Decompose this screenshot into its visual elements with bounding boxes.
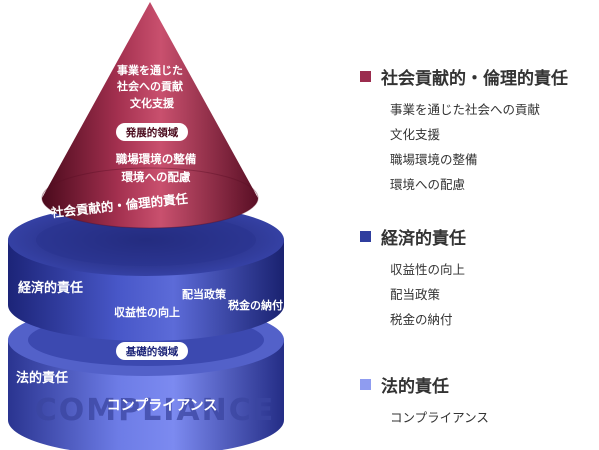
legend-item: 職場環境の整備 <box>390 152 478 167</box>
ring-label: 経済的責任 <box>18 280 83 296</box>
legend-item: コンプライアンス <box>390 410 489 425</box>
middle-ring <box>8 204 284 341</box>
base-item: コンプライアンス <box>107 398 218 414</box>
compliance-watermark: COMPLIANCE <box>35 393 275 428</box>
development-badge-label: 発展的領域 <box>125 126 179 139</box>
legend-item: 配当政策 <box>390 287 441 302</box>
cone <box>41 2 259 229</box>
legend-economic: 経済的責任 収益性の向上 配当政策 税金の納付 <box>360 224 466 332</box>
legend-title: 社会貢献的・倫理的責任 <box>381 69 568 89</box>
legend-swatch <box>360 379 371 390</box>
ring-item: 配当政策 <box>182 287 227 301</box>
legend-title: 経済的責任 <box>381 229 466 249</box>
ring-item: 収益性の向上 <box>114 305 180 319</box>
legend-swatch <box>360 71 371 82</box>
legend-item: 環境への配慮 <box>390 177 466 192</box>
legend-item: 税金の納付 <box>390 312 453 327</box>
ring-item: 税金の納付 <box>228 298 283 312</box>
legend-ethics: 社会貢献的・倫理的責任 事業を通じた社会への貢献 文化支援 職場環境の整備 環境… <box>360 64 568 197</box>
cone-item: 社会への貢献 <box>116 79 183 93</box>
development-badge <box>116 123 188 141</box>
legend-item: 文化支援 <box>390 127 441 142</box>
foundation-badge-label: 基礎的領域 <box>125 345 179 358</box>
legend-item: 事業を通じた社会への貢献 <box>390 102 541 117</box>
legend-item: 収益性の向上 <box>390 262 466 277</box>
legend-title: 法的責任 <box>381 377 449 397</box>
cone-item: 職場環境の整備 <box>116 152 197 166</box>
cone-item: 事業を通じた <box>117 63 183 77</box>
csr-pyramid-diagram: COMPLIANCE 事業を通じた 社会への貢献 文化支援 発展的領域 職場環境… <box>8 2 284 450</box>
legend-legal: 法的責任 コンプライアンス <box>360 372 489 430</box>
foundation-badge <box>116 342 188 360</box>
cone-item: 環境への配慮 <box>122 170 191 184</box>
cone-item: 文化支援 <box>130 96 175 110</box>
base-label: 法的責任 <box>16 370 68 386</box>
legend-swatch <box>360 231 371 242</box>
